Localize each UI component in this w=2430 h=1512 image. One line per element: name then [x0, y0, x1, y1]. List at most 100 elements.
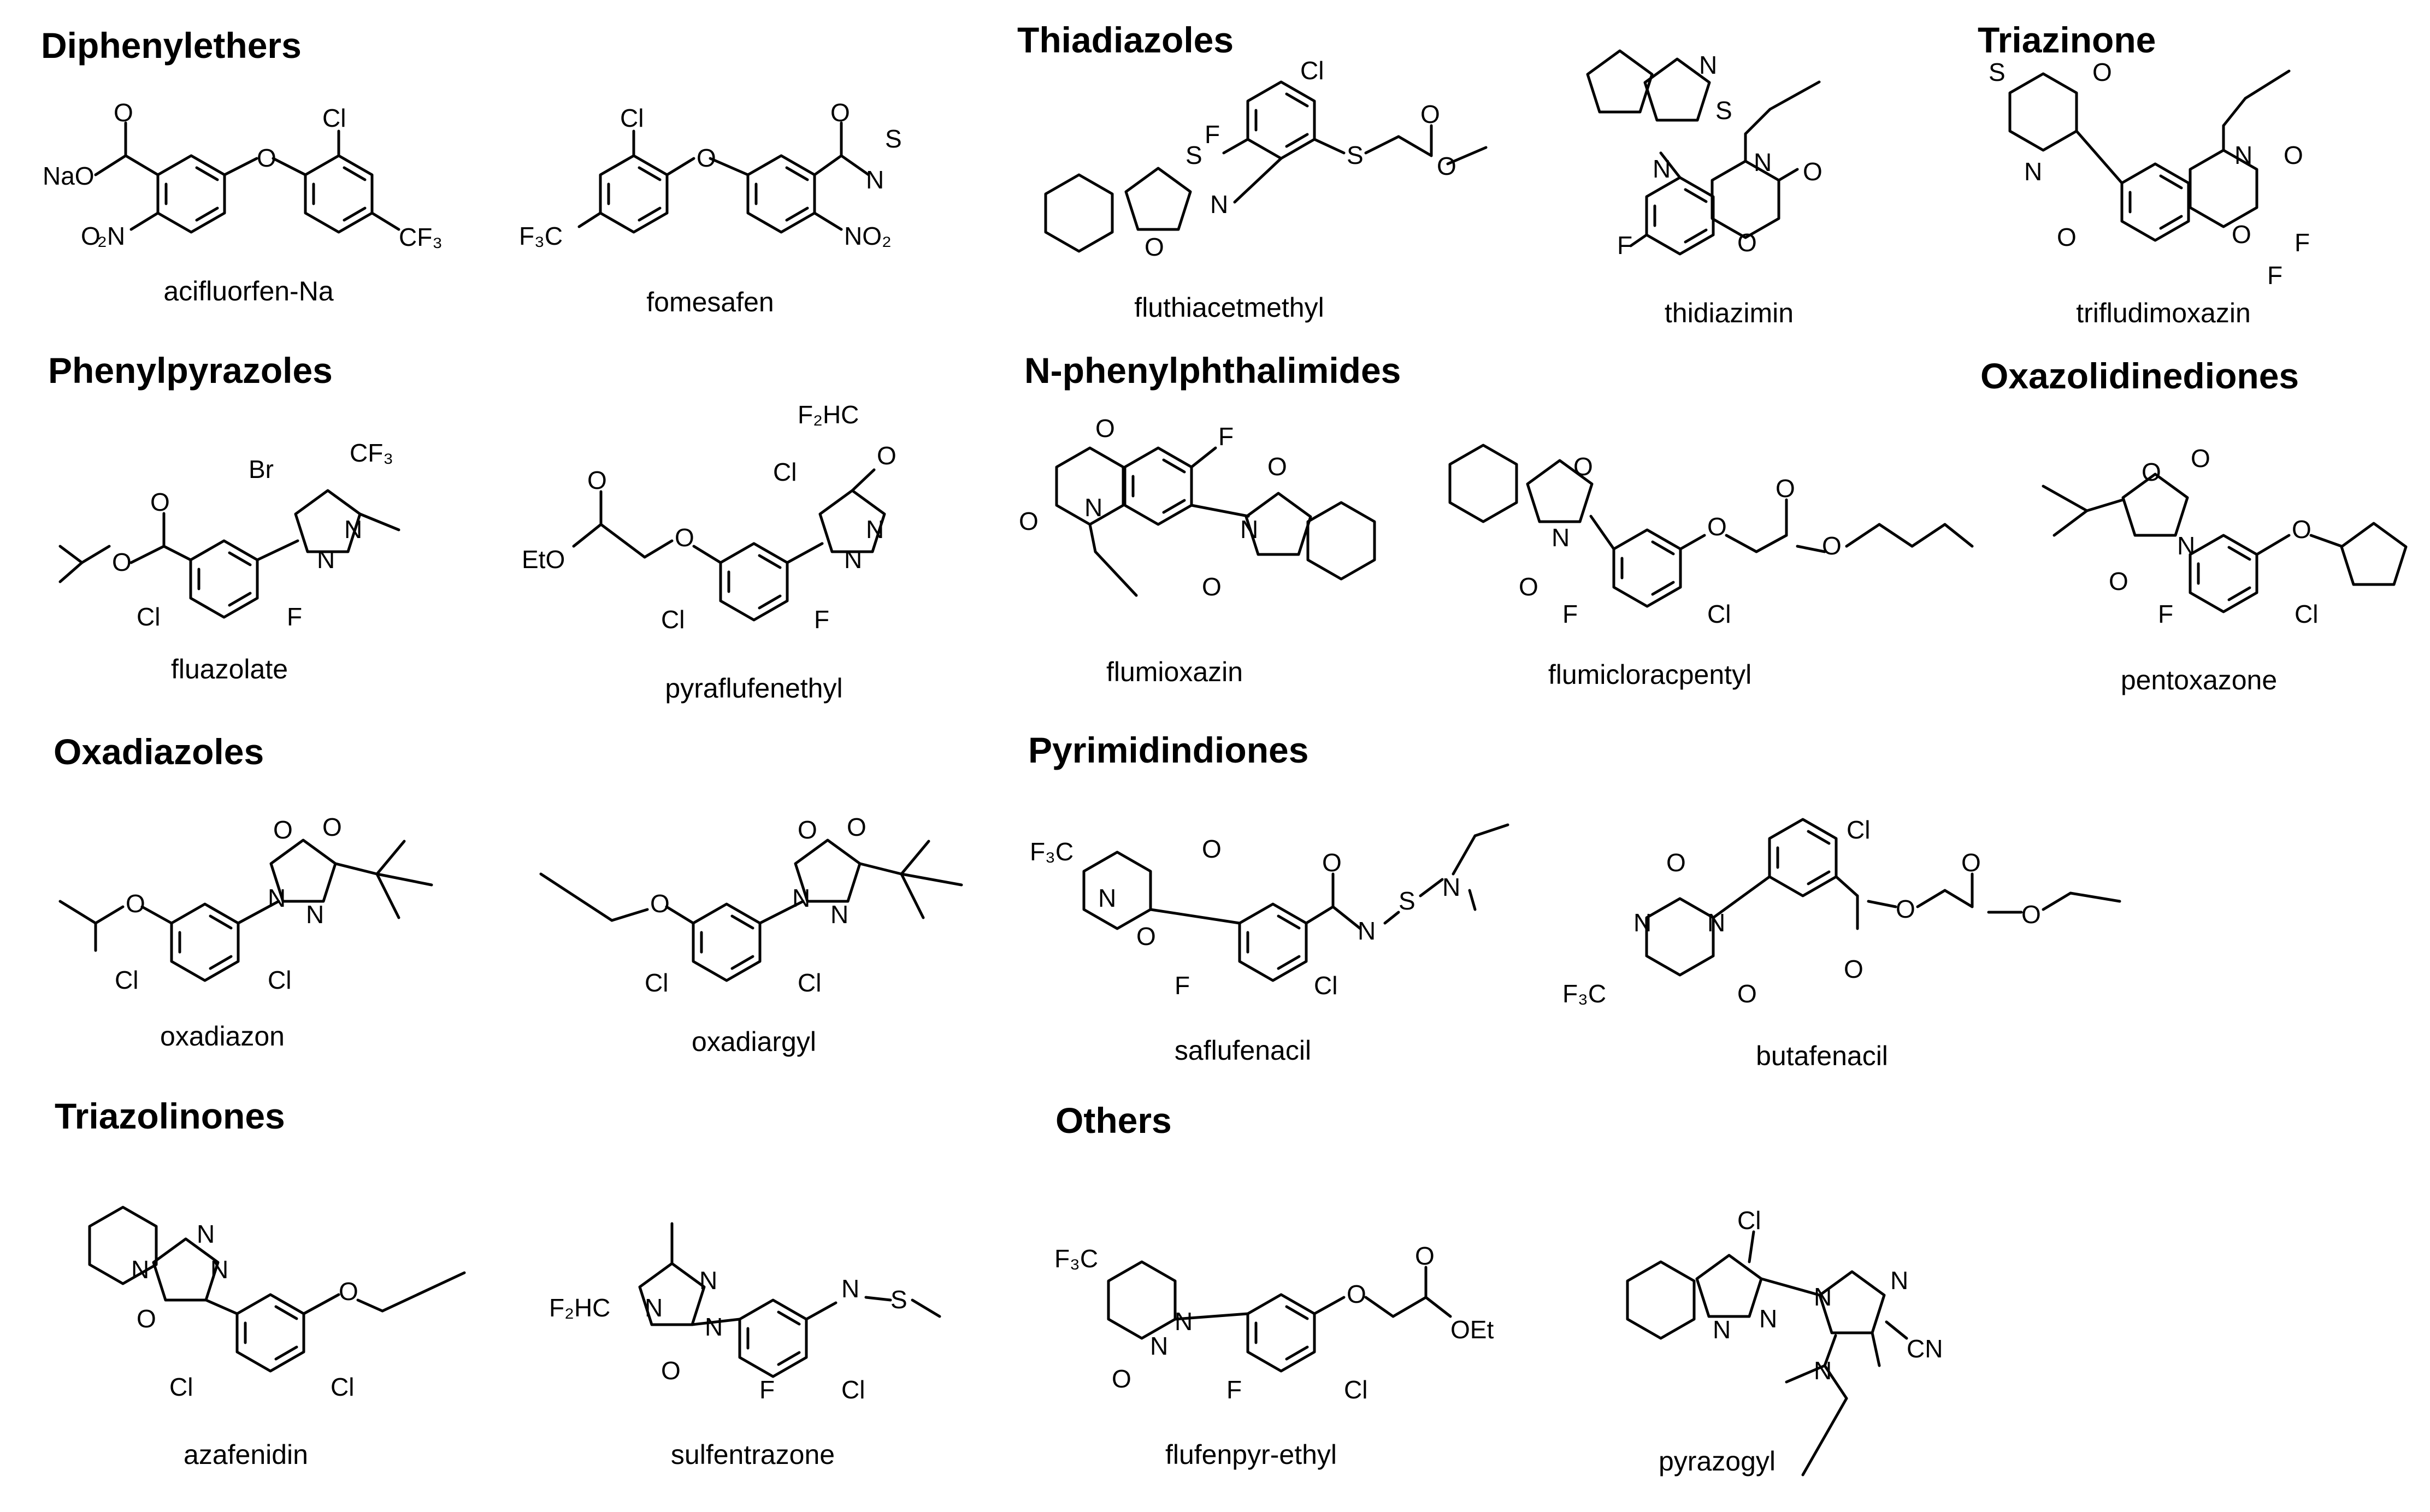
svg-text:O: O — [2057, 223, 2077, 251]
svg-text:O: O — [81, 222, 101, 250]
svg-text:Cl: Cl — [645, 968, 668, 997]
compound-name: pyrazogyl — [1659, 1446, 1776, 1476]
svg-text:O: O — [1437, 152, 1456, 180]
svg-text:S: S — [1715, 96, 1732, 125]
svg-text:N: N — [210, 1255, 228, 1284]
structure-azafenidin: NN NO OCl Cl — [90, 1207, 466, 1401]
svg-text:O: O — [1095, 414, 1115, 442]
svg-text:Cl: Cl — [1300, 56, 1324, 85]
svg-text:N: N — [1084, 493, 1102, 522]
compound-name: thidiazimin — [1664, 298, 1794, 328]
svg-text:O: O — [1707, 512, 1727, 541]
compound-name: oxadiazon — [160, 1021, 285, 1052]
svg-text:N: N — [131, 1255, 149, 1284]
svg-text:F₃C: F₃C — [519, 222, 563, 250]
svg-text:Cl: Cl — [773, 458, 797, 486]
svg-text:N: N — [2177, 531, 2195, 560]
svg-text:N: N — [844, 545, 862, 574]
heading-thiadiazoles: Thiadiazoles — [1017, 20, 1234, 60]
svg-text:O: O — [2191, 444, 2210, 472]
svg-text:O: O — [2142, 458, 2161, 486]
svg-text:N: N — [792, 884, 810, 912]
svg-text:N: N — [2024, 157, 2042, 186]
svg-text:O: O — [1896, 895, 1915, 923]
svg-text:N: N — [866, 166, 884, 194]
heading-oxazolidinediones: Oxazolidinediones — [1980, 356, 2299, 396]
svg-text:O: O — [1737, 979, 1757, 1008]
svg-text:N: N — [268, 884, 286, 912]
svg-text:N: N — [197, 1220, 215, 1248]
structure-fluthiacetmethyl: ClF SO OS ON — [1046, 56, 1488, 261]
svg-text:O: O — [1267, 452, 1287, 481]
svg-text:S: S — [1399, 887, 1415, 915]
svg-text:N: N — [1653, 155, 1671, 183]
svg-text:O: O — [1519, 572, 1538, 601]
svg-text:O: O — [1202, 835, 1222, 863]
svg-text:F: F — [2295, 228, 2310, 257]
svg-text:F: F — [287, 603, 302, 631]
svg-text:Cl: Cl — [2295, 600, 2318, 628]
svg-text:CF₃: CF₃ — [399, 223, 443, 251]
svg-text:Cl: Cl — [1314, 971, 1337, 1000]
svg-text:F₃C: F₃C — [1030, 837, 1074, 866]
svg-text:O: O — [1347, 1280, 1366, 1308]
svg-text:N: N — [1890, 1266, 1908, 1295]
svg-text:N: N — [344, 515, 362, 544]
compound-name: flumicloracpentyl — [1548, 659, 1752, 690]
svg-text:Cl: Cl — [115, 966, 138, 994]
svg-text:NaO: NaO — [43, 162, 95, 190]
svg-text:O: O — [650, 889, 670, 918]
compound-name: fluazolate — [170, 654, 288, 684]
svg-text:N: N — [317, 545, 335, 574]
svg-text:N: N — [1175, 1307, 1193, 1336]
svg-text:N: N — [1707, 908, 1725, 937]
svg-text:O: O — [114, 98, 133, 127]
svg-text:O: O — [798, 816, 817, 844]
svg-text:O: O — [2292, 515, 2311, 544]
svg-text:O: O — [2092, 58, 2112, 86]
svg-text:F: F — [1205, 120, 1220, 149]
svg-text:S: S — [885, 125, 902, 153]
svg-text:CF₃: CF₃ — [350, 439, 393, 467]
svg-text:F: F — [1226, 1375, 1242, 1404]
heading-oxadiazoles: Oxadiazoles — [54, 731, 264, 772]
svg-text:O: O — [273, 816, 293, 844]
compound-name: butafenacil — [1756, 1041, 1888, 1071]
svg-text:O: O — [1776, 474, 1795, 503]
svg-text:Cl: Cl — [620, 104, 644, 132]
svg-text:N: N — [1713, 1315, 1731, 1344]
svg-text:O: O — [1573, 452, 1593, 481]
heading-pyrimidindiones: Pyrimidindiones — [1028, 730, 1309, 770]
svg-text:O: O — [877, 441, 896, 470]
svg-text:O: O — [1961, 848, 1981, 877]
svg-text:N: N — [306, 900, 324, 929]
svg-text:O: O — [150, 488, 170, 516]
svg-text:F: F — [2158, 600, 2173, 628]
svg-text:N: N — [705, 1313, 723, 1341]
svg-text:F: F — [1175, 971, 1190, 1000]
svg-text:O: O — [1202, 572, 1222, 601]
structure-pyrazogyl: ClN NN NCN N — [1627, 1206, 1943, 1476]
svg-text:N: N — [1699, 51, 1717, 79]
svg-text:O: O — [257, 144, 276, 172]
svg-text:O: O — [137, 1304, 156, 1333]
svg-text:CN: CN — [1907, 1334, 1943, 1363]
svg-text:Cl: Cl — [1737, 1206, 1761, 1235]
svg-text:O: O — [587, 466, 607, 494]
compound-name: fomesafen — [646, 287, 774, 317]
svg-text:Cl: Cl — [137, 603, 160, 631]
svg-text:N: N — [1150, 1332, 1168, 1360]
svg-text:N: N — [1098, 884, 1116, 912]
svg-text:O: O — [1415, 1242, 1435, 1270]
svg-text:EtO: EtO — [522, 545, 565, 574]
svg-text:Cl: Cl — [1344, 1375, 1367, 1404]
